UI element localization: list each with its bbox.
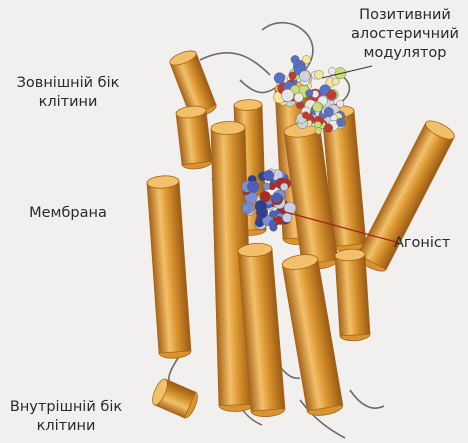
atom: [282, 89, 294, 101]
atom: [269, 210, 276, 217]
atom: [327, 90, 337, 100]
atom: [299, 71, 310, 82]
atom: [302, 112, 309, 119]
helix-cylinder: [335, 248, 371, 341]
atom: [282, 213, 292, 223]
atom: [328, 67, 336, 75]
modulator-label: Позитивний алостеричний модулятор: [344, 6, 466, 63]
atom: [306, 90, 313, 97]
atom: [263, 183, 270, 190]
atom: [324, 107, 334, 117]
modulator-label-line-1: Позитивний: [344, 6, 466, 25]
atom: [247, 181, 259, 193]
atom: [332, 78, 339, 85]
atom: [280, 183, 288, 191]
atom: [242, 204, 250, 212]
atom: [296, 101, 303, 108]
atom: [337, 118, 346, 127]
atom: [315, 121, 322, 128]
atom: [272, 193, 282, 203]
outside-label-line-1: Зовнішній бік: [8, 74, 128, 93]
modulator-label-line-2: алостеричний: [344, 25, 466, 44]
inside-label-line-2: клітини: [4, 417, 128, 436]
atom: [294, 93, 303, 102]
outside-label-line-2: клітини: [8, 93, 128, 112]
atom: [313, 103, 323, 113]
atom: [269, 220, 276, 227]
atom: [315, 127, 322, 134]
inside-label-line-1: Внутрішній бік: [4, 398, 128, 417]
membrane-label: Мембрана: [14, 204, 122, 223]
atom: [324, 124, 333, 133]
atom: [255, 200, 267, 212]
agonist-label: Агоніст: [394, 234, 464, 253]
inside-label: Внутрішній бік клітини: [4, 398, 128, 436]
modulator-label-line-3: модулятор: [344, 44, 466, 63]
atom: [263, 170, 274, 181]
atom: [337, 100, 344, 107]
atom: [274, 73, 285, 84]
outside-label: Зовнішній бік клітини: [8, 74, 128, 112]
